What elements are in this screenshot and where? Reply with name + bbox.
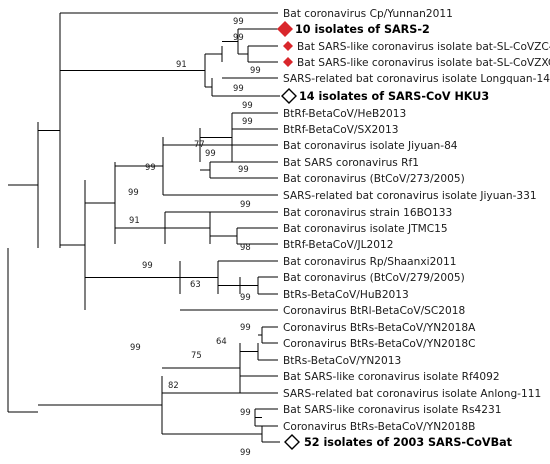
leaf-label: Bat coronavirus isolate Jiyuan-84 bbox=[283, 140, 458, 152]
bootstrap-value: 63 bbox=[190, 279, 201, 289]
bootstrap-value: 99 bbox=[233, 32, 244, 42]
bootstrap-value: 99 bbox=[240, 322, 251, 332]
bootstrap-value: 91 bbox=[129, 215, 140, 225]
leaf-label: Bat SARS-like coronavirus isolate Rs4231 bbox=[283, 404, 501, 416]
leaf-label: Bat coronavirus (BtCoV/273/2005) bbox=[283, 173, 465, 185]
red-diamond-marker bbox=[283, 41, 293, 51]
red-diamond-marker bbox=[277, 21, 293, 37]
leaf-label: Coronavirus BtRs-BetaCoV/YN2018C bbox=[283, 338, 475, 350]
bootstrap-value: 82 bbox=[168, 380, 179, 390]
bootstrap-value: 99 bbox=[145, 162, 156, 172]
leaf-label: Bat coronavirus strain 16BO133 bbox=[283, 207, 452, 219]
leaf-label: SARS-related bat coronavirus isolate Jiy… bbox=[283, 190, 537, 202]
bootstrap-value: 99 bbox=[242, 100, 253, 110]
bootstrap-value: 99 bbox=[240, 292, 251, 302]
leaf-label: Bat coronavirus Cp/Yunnan2011 bbox=[283, 8, 453, 20]
bootstrap-value: 77 bbox=[194, 139, 205, 149]
open-diamond-marker bbox=[284, 434, 300, 450]
leaf-labels: Bat coronavirus Cp/Yunnan2011 10 isolates… bbox=[283, 8, 550, 449]
leaf-label: 52 isolates of 2003 SARS-CoVBat bbox=[304, 436, 513, 449]
bootstrap-value: 99 bbox=[238, 164, 249, 174]
bootstrap-value: 99 bbox=[233, 16, 244, 26]
leaf-label: BtRs-BetaCoV/HuB2013 bbox=[283, 289, 409, 301]
leaf-label: Coronavirus BtRs-BetaCoV/YN2018A bbox=[283, 322, 476, 334]
leaf-label: Coronavirus BtRs-BetaCoV/YN2018B bbox=[283, 421, 475, 433]
bootstrap-value: 99 bbox=[130, 342, 141, 352]
bootstrap-value: 99 bbox=[128, 187, 139, 197]
bootstrap-value: 91 bbox=[176, 59, 187, 69]
bootstrap-value: 99 bbox=[233, 83, 244, 93]
red-diamond-marker bbox=[283, 57, 293, 67]
leaf-label: SARS-related bat coronavirus isolate Lon… bbox=[283, 73, 550, 85]
bootstrap-value: 99 bbox=[242, 116, 253, 126]
leaf-label: Bat coronavirus (BtCoV/279/2005) bbox=[283, 272, 465, 284]
bootstrap-value: 99 bbox=[205, 148, 216, 158]
bootstrap-value: 99 bbox=[240, 447, 251, 457]
leaf-label: Bat SARS-like coronavirus isolate Rf4092 bbox=[283, 371, 500, 383]
bootstrap-value: 99 bbox=[240, 407, 251, 417]
leaf-label: BtRf-BetaCoV/HeB2013 bbox=[283, 108, 406, 120]
bootstrap-value: 75 bbox=[191, 350, 202, 360]
leaf-label: Bat SARS-like coronavirus isolate bat-SL… bbox=[297, 57, 550, 69]
leaf-label: Bat coronavirus isolate JTMC15 bbox=[283, 223, 448, 235]
leaf-label: Bat SARS coronavirus Rf1 bbox=[283, 157, 419, 169]
leaf-label: Bat SARS-like coronavirus isolate bat-SL… bbox=[297, 41, 550, 53]
leaf-markers bbox=[277, 21, 300, 450]
leaf-label: 10 isolates of SARS-2 bbox=[295, 23, 430, 36]
bootstrap-value: 99 bbox=[142, 260, 153, 270]
leaf-label: Coronavirus BtRl-BetaCoV/SC2018 bbox=[283, 305, 465, 317]
bootstrap-labels: 9999999199999977999999999199989963999999… bbox=[128, 16, 261, 457]
bootstrap-value: 99 bbox=[240, 199, 251, 209]
leaf-label: BtRs-BetaCoV/YN2013 bbox=[283, 355, 401, 367]
leaf-label: BtRf-BetaCoV/JL2012 bbox=[283, 239, 394, 251]
leaf-label: Bat coronavirus Rp/Shaanxi2011 bbox=[283, 256, 457, 268]
open-diamond-marker bbox=[281, 88, 297, 104]
bootstrap-value: 64 bbox=[216, 336, 227, 346]
tree-branches bbox=[7, 12, 280, 443]
leaf-label: 14 isolates of SARS-CoV HKU3 bbox=[299, 90, 489, 103]
bootstrap-value: 98 bbox=[240, 242, 251, 252]
leaf-label: BtRf-BetaCoV/SX2013 bbox=[283, 124, 398, 136]
bootstrap-value: 99 bbox=[250, 65, 261, 75]
leaf-label: SARS-related bat coronavirus isolate Anl… bbox=[283, 388, 541, 400]
